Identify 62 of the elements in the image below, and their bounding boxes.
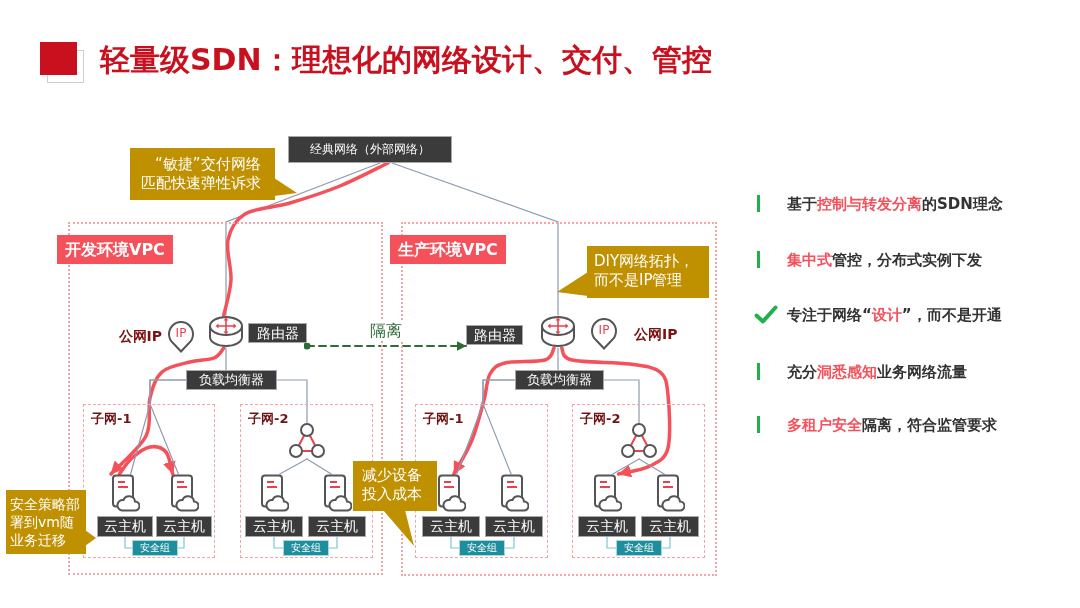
thick-arrow	[117, 444, 176, 476]
bullet-text: 专注于网络“设计”，而不是开通	[787, 305, 1002, 325]
router-label: 路由器	[466, 325, 523, 345]
vm-label: 云主机	[97, 516, 153, 537]
vm-label: 云主机	[578, 516, 636, 537]
security-group-label: 安全组	[283, 540, 329, 556]
thick-arrow	[452, 346, 556, 476]
subnet-container	[572, 404, 705, 558]
connector-line	[612, 458, 640, 475]
connector-line	[273, 536, 284, 549]
ip-pin: IP	[590, 316, 618, 350]
load-balancer-label: 负载均衡器	[515, 370, 604, 390]
vm-label: 云主机	[641, 516, 699, 537]
connector-line	[606, 536, 617, 549]
network-box: 经典网络（外部网络）	[288, 136, 452, 163]
connector-line	[391, 162, 559, 316]
connector-line	[276, 379, 308, 424]
connector-line	[306, 458, 332, 475]
connector-line	[225, 347, 227, 371]
connector-line	[279, 458, 308, 475]
connector-line	[450, 536, 460, 549]
subnet-label: 子网-2	[248, 411, 289, 427]
ip-label: 公网IP	[117, 327, 162, 345]
subnet-label: 子网-1	[423, 411, 464, 427]
connector-line	[557, 347, 559, 371]
security-group-label: 安全组	[132, 540, 178, 556]
connector-line	[603, 379, 640, 424]
load-balancer-icon	[289, 423, 325, 459]
vpc-label: 开发环境VPC	[57, 235, 173, 264]
connector-line	[482, 379, 516, 475]
vm-label: 云主机	[156, 516, 212, 537]
thick-arrow	[109, 346, 226, 476]
bullet-text: 基于控制与转发分离的SDN理念	[787, 194, 1003, 214]
load-balancer-icon	[621, 423, 657, 459]
bullet-text: 集中式管控，分布式实例下发	[787, 250, 982, 270]
ip-pin: IP	[167, 319, 195, 353]
connector-line	[661, 536, 671, 549]
connector-line	[149, 379, 187, 475]
thick-arrow	[559, 346, 672, 478]
ip-label: 公网IP	[634, 325, 679, 343]
router-label: 路由器	[248, 323, 307, 343]
load-balancer-label: 负载均衡器	[186, 370, 277, 390]
subnet-label: 子网-1	[91, 411, 132, 427]
edge-label: 隔离	[367, 321, 405, 341]
connector-line	[177, 536, 185, 549]
vm-label: 云主机	[308, 516, 366, 537]
bullet-text: 多租户安全隔离，符合监管要求	[787, 415, 997, 435]
slide-title: 轻量级SDN：理想化的网络设计、交付、管控	[100, 41, 712, 79]
vpc-label: 生产环境VPC	[390, 235, 506, 264]
security-group-label: 安全组	[459, 540, 505, 556]
security-group-label: 安全组	[616, 540, 662, 556]
dashed-arrow	[303, 341, 467, 351]
vm-label: 云主机	[245, 516, 303, 537]
subnet-label: 子网-2	[580, 411, 621, 427]
connector-line	[504, 536, 515, 549]
subnet-container	[83, 404, 215, 558]
bullet-text: 充分洞悉感知业务网络流量	[787, 362, 967, 382]
connector-line	[124, 536, 133, 549]
connector-line	[328, 536, 338, 549]
vm-label: 云主机	[485, 516, 543, 537]
connector-line	[638, 458, 665, 475]
vm-label: 云主机	[422, 516, 480, 537]
